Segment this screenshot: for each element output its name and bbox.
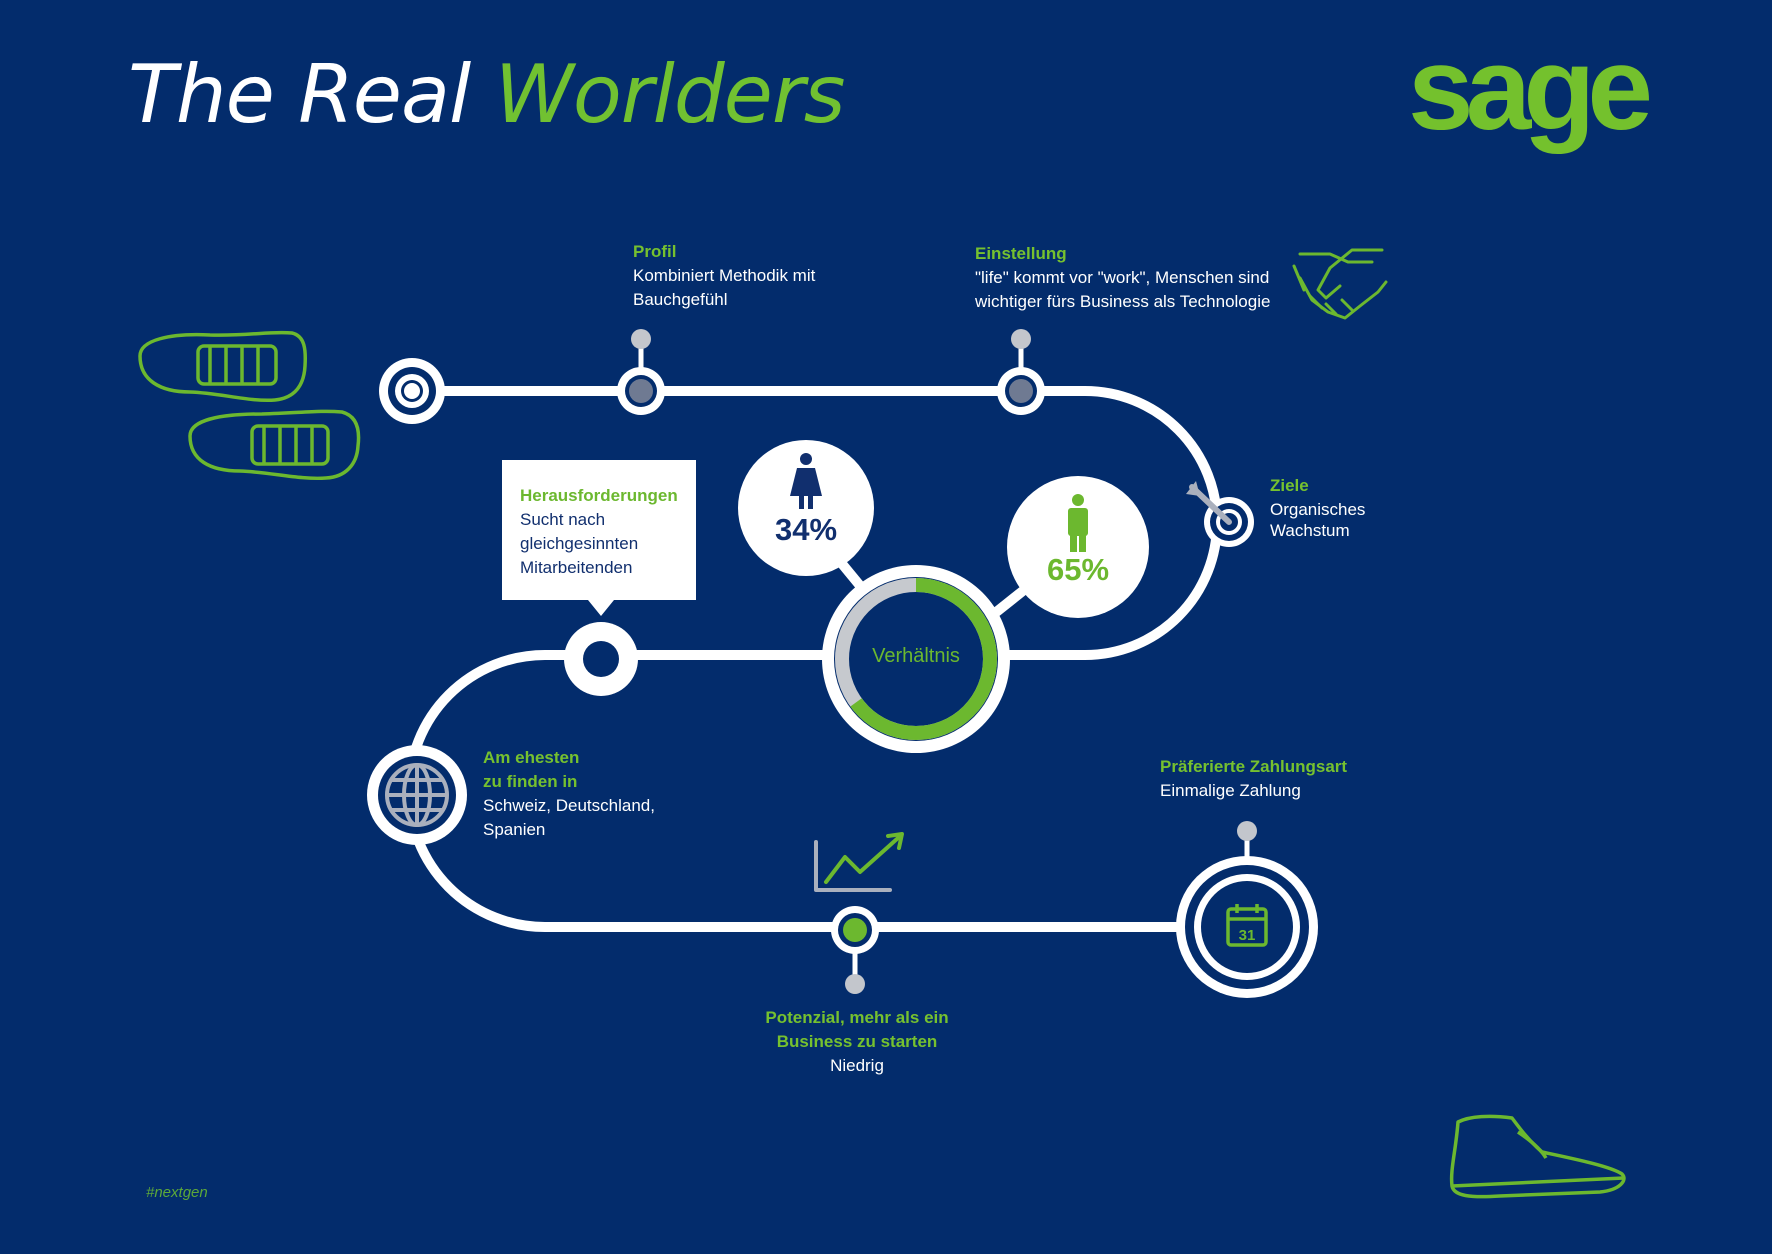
female-icon bbox=[790, 453, 822, 509]
title-part1: The Real bbox=[128, 48, 471, 141]
ratio-male-arc bbox=[835, 578, 997, 740]
location-text: Schweiz, Deutschland, Spanien bbox=[483, 796, 655, 839]
einstellung-text-block: Einstellung "life" kommt vor "work", Men… bbox=[975, 242, 1270, 314]
einstellung-label: Einstellung bbox=[975, 244, 1067, 263]
page-title: The Real Worlders bbox=[128, 48, 846, 141]
herausforderungen-node bbox=[564, 622, 638, 696]
ratio-label: Verhältnis bbox=[872, 645, 960, 667]
female-bubble bbox=[738, 440, 874, 576]
profil-label: Profil bbox=[633, 242, 677, 261]
potenzial-text-block: Potenzial, mehr als ein Business zu star… bbox=[707, 1006, 1007, 1078]
payment-text-block: Präferierte Zahlungsart Einmalige Zahlun… bbox=[1160, 755, 1347, 803]
profil-node bbox=[617, 329, 665, 415]
sage-logo: sage bbox=[1408, 23, 1653, 155]
ziele-label: Ziele bbox=[1270, 476, 1309, 495]
male-bubble bbox=[1007, 476, 1149, 618]
herausforderungen-callout: Herausforderungen Sucht nach gleichgesin… bbox=[502, 460, 696, 616]
einstellung-text: "life" kommt vor "work", Menschen sind w… bbox=[975, 268, 1271, 311]
ziele-text: Organisches Wachstum bbox=[1270, 500, 1366, 540]
potenzial-label-line2: Business zu starten bbox=[776, 1032, 938, 1051]
profil-text-block: Profil Kombiniert Methodik mit Bauchgefü… bbox=[633, 240, 815, 312]
calendar-icon: 31 bbox=[1226, 904, 1268, 947]
journey-path bbox=[404, 386, 1247, 932]
male-icon bbox=[1068, 494, 1088, 552]
payment-node bbox=[1176, 821, 1318, 998]
ratio-donut bbox=[822, 565, 1010, 753]
ziele-text-block: Ziele Organisches Wachstum bbox=[1270, 475, 1365, 541]
potenzial-text: Niedrig bbox=[830, 1056, 884, 1075]
payment-label: Präferierte Zahlungsart bbox=[1160, 757, 1348, 776]
male-percentage: 65% bbox=[1046, 552, 1110, 587]
start-node bbox=[379, 358, 445, 424]
sneakers-icon bbox=[138, 330, 361, 481]
handshake-icon bbox=[1292, 248, 1388, 320]
potenzial-node bbox=[831, 906, 879, 994]
boot-icon bbox=[1449, 1114, 1626, 1199]
female-percentage: 34% bbox=[774, 512, 838, 547]
location-label-line2: zu finden in bbox=[483, 772, 578, 791]
calendar-day: 31 bbox=[1239, 927, 1256, 944]
dart-target-icon bbox=[1186, 481, 1232, 525]
einstellung-node bbox=[997, 329, 1045, 415]
payment-text: Einmalige Zahlung bbox=[1160, 781, 1301, 800]
hashtag: #nextgen bbox=[146, 1184, 208, 1201]
title-part2: Worlders bbox=[494, 48, 846, 141]
herausforderungen-label: Herausforderungen bbox=[520, 486, 678, 505]
profil-text: Kombiniert Methodik mit Bauchgefühl bbox=[633, 266, 816, 309]
herausforderungen-text: Sucht nach gleichgesinnten Mitarbeitende… bbox=[520, 510, 639, 577]
growth-chart-icon bbox=[814, 832, 904, 892]
potenzial-label-line1: Potenzial, mehr als ein bbox=[765, 1008, 949, 1027]
location-label-line1: Am ehesten bbox=[483, 748, 580, 767]
globe-icon bbox=[385, 763, 449, 827]
location-text-block: Am ehesten zu finden in Schweiz, Deutsch… bbox=[483, 746, 655, 842]
